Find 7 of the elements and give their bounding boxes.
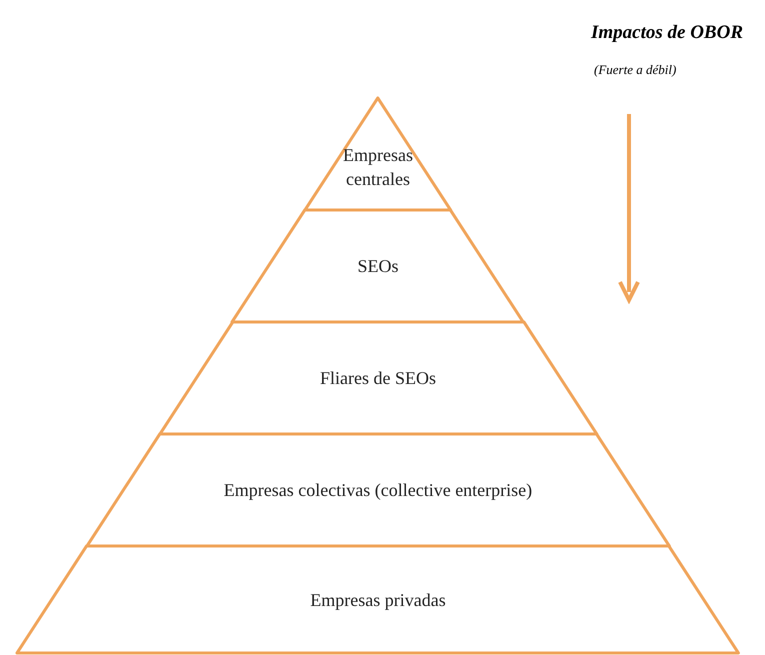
layer-label: Empresas privadas — [309, 588, 447, 612]
layer-label: Empresas colectivas (collective enterprise) — [222, 479, 534, 502]
subheading: (Fuerte a débil) — [594, 62, 676, 78]
layer-label: SEOs — [356, 255, 400, 278]
layer-label: Fliares de SEOs — [318, 367, 437, 390]
heading: Impactos de OBOR — [591, 22, 743, 44]
layer-label: Empresas centrales — [342, 144, 414, 192]
